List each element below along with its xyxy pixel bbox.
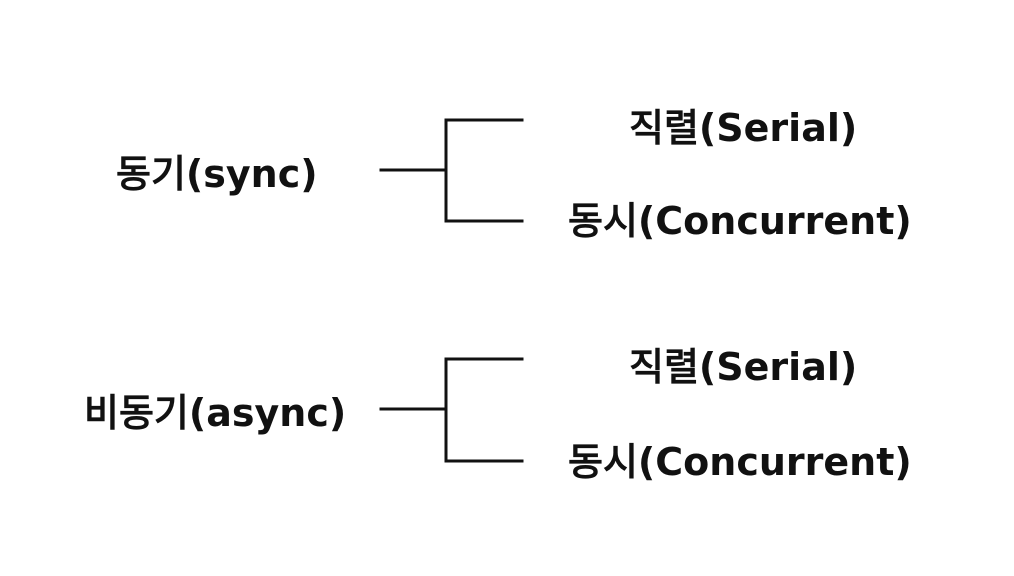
root-label-sync: 동기(sync) <box>116 152 318 196</box>
child-label-concurrent: 동시(Concurrent) <box>568 199 912 243</box>
child-label-concurrent: 동시(Concurrent) <box>568 440 912 484</box>
child-label-serial: 직렬(Serial) <box>629 345 858 389</box>
root-label-async: 비동기(async) <box>84 391 347 435</box>
child-label-serial: 직렬(Serial) <box>629 106 858 150</box>
